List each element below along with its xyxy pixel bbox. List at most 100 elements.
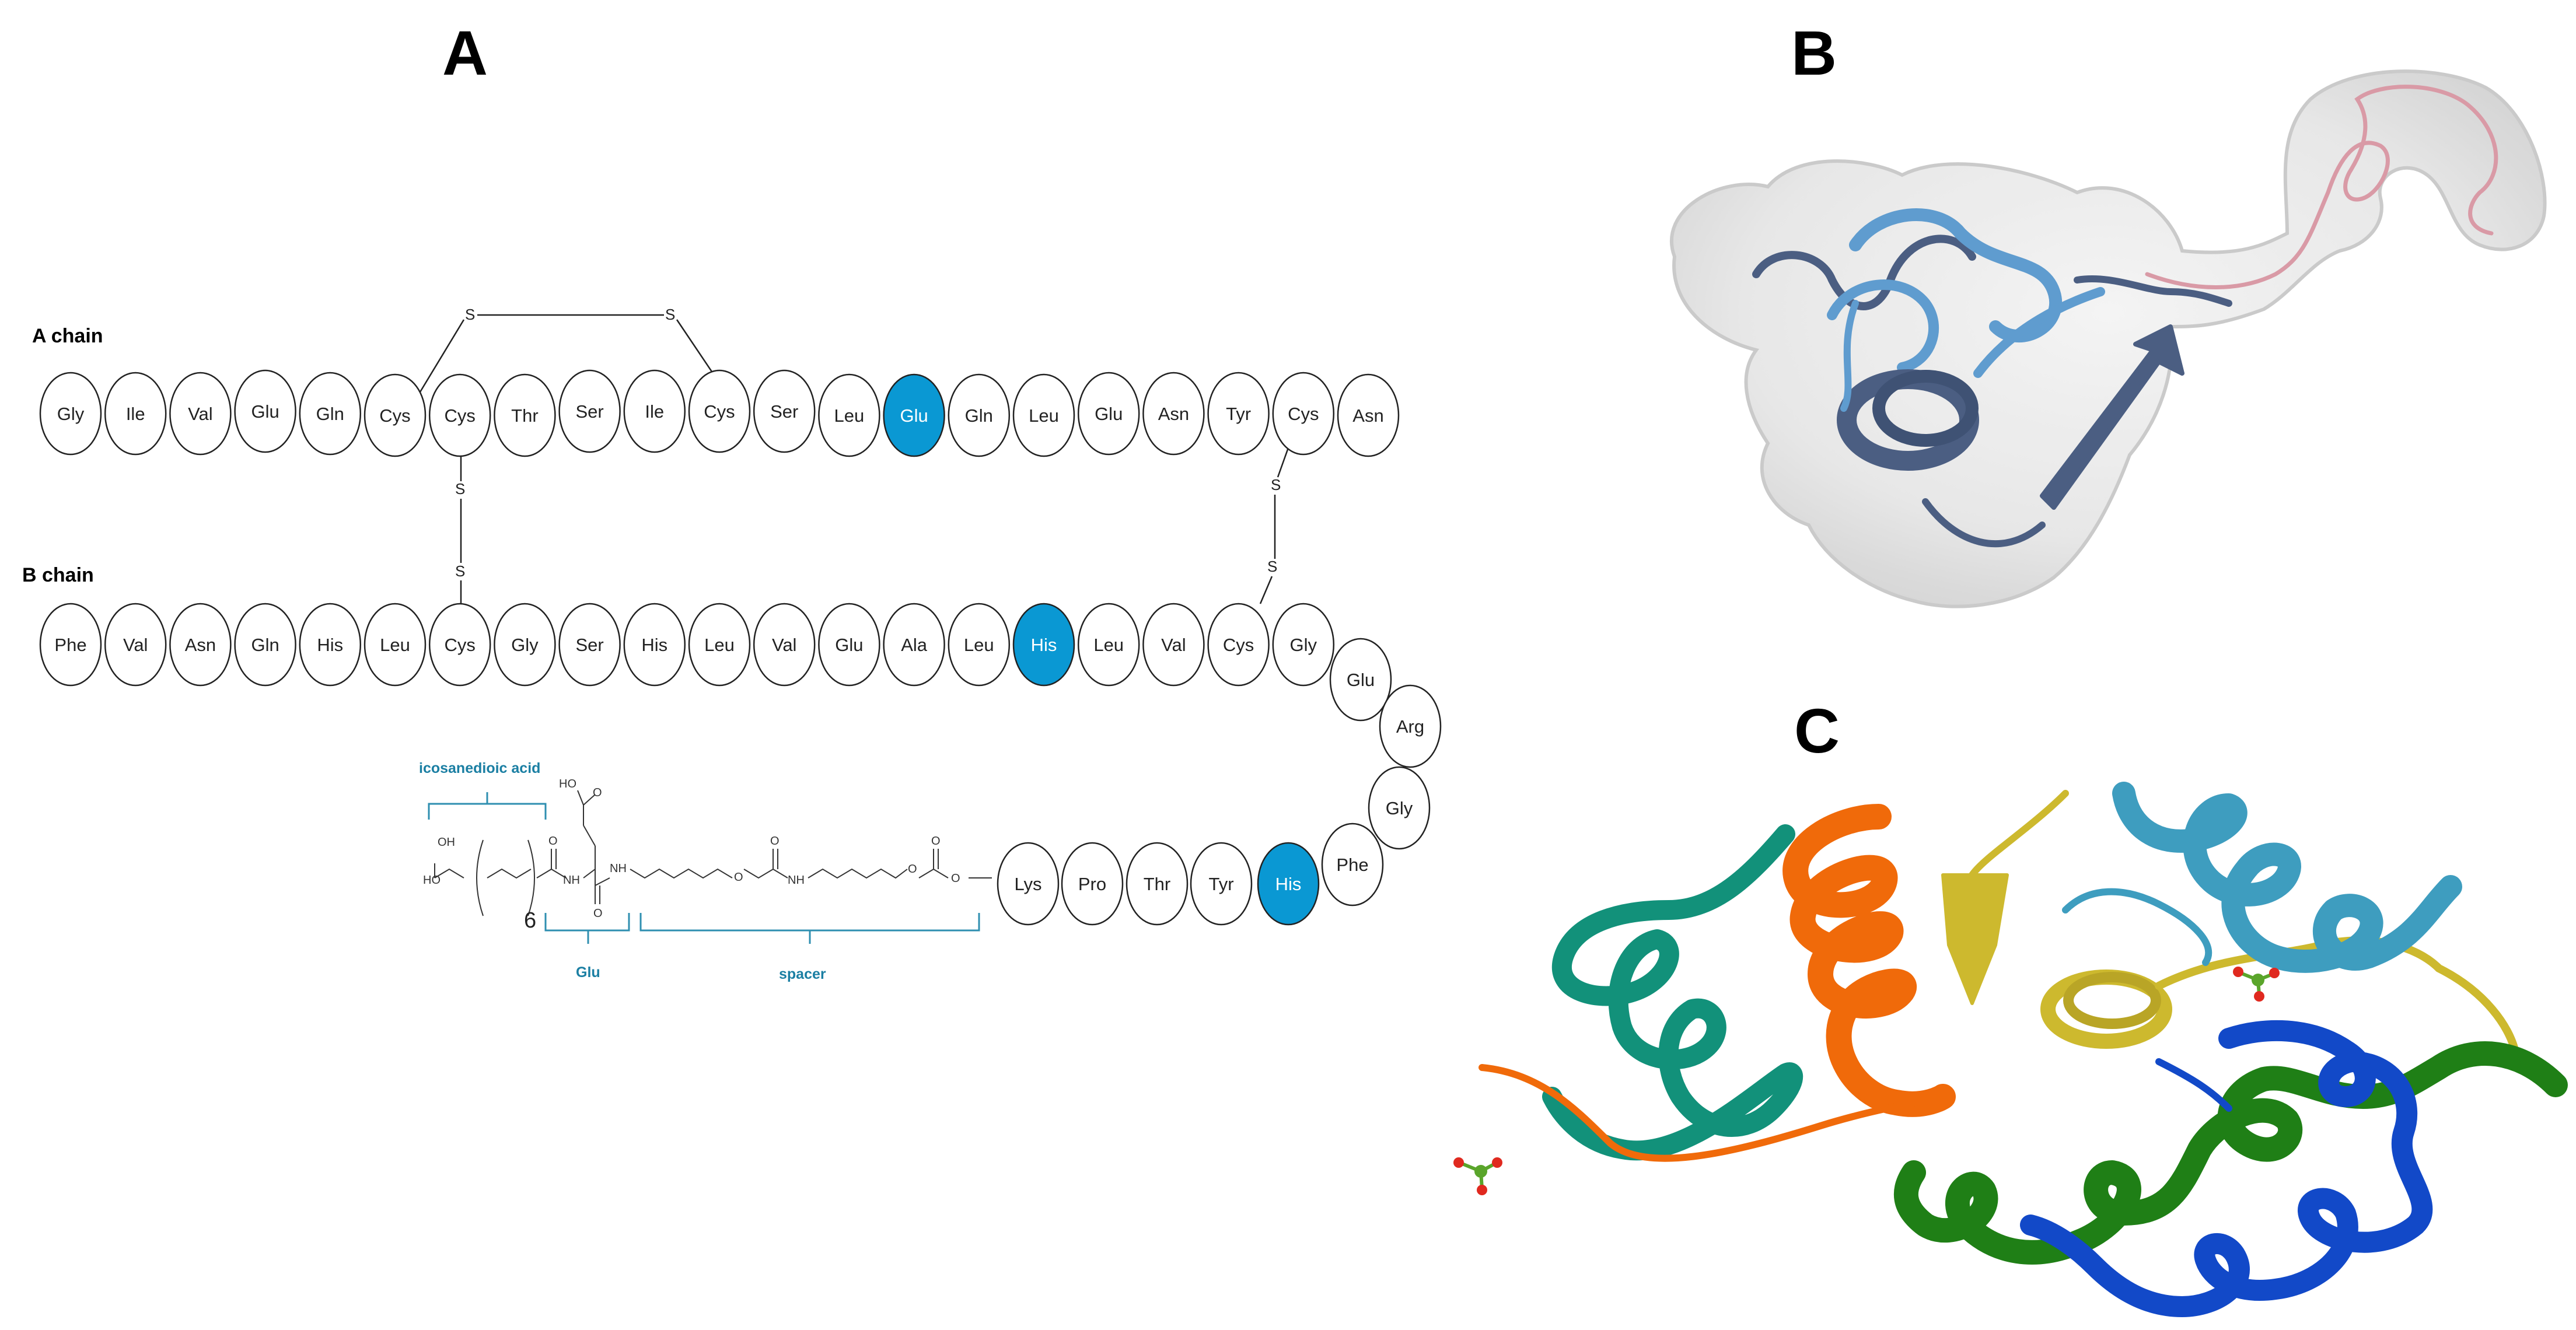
residue-label: Val xyxy=(123,635,148,655)
residue: Gly xyxy=(1368,766,1431,850)
residue-label: Glu xyxy=(835,635,863,655)
residue: Gly xyxy=(494,603,556,687)
chem-label: O xyxy=(593,907,603,920)
residue-label: Gln xyxy=(316,404,344,424)
residue: Thr xyxy=(1126,842,1189,926)
residue-label: Cys xyxy=(445,405,476,426)
residue: Cys xyxy=(1207,603,1270,687)
residue-bead xyxy=(1368,766,1431,850)
residue-label: Cys xyxy=(379,405,410,426)
sulfur-label: S xyxy=(455,562,465,580)
residue-bead xyxy=(1207,372,1270,456)
residue: Leu xyxy=(1077,603,1140,687)
residue-label: Ser xyxy=(770,401,798,422)
residue-label: Asn xyxy=(1352,405,1383,426)
residue-label: Cys xyxy=(1288,404,1319,424)
residue-bead xyxy=(494,603,556,687)
residue-label: His xyxy=(641,635,667,655)
residue-bead xyxy=(39,372,102,456)
residue-bead xyxy=(363,603,427,687)
residue-bead xyxy=(1272,603,1335,687)
panel-c-letter: C xyxy=(1794,695,1840,766)
disulfide-bonds xyxy=(419,314,1294,604)
residue-bead xyxy=(623,369,686,453)
residue-bead xyxy=(1321,822,1384,907)
residue-bead xyxy=(948,373,1011,457)
residue-label: Ala xyxy=(901,635,928,655)
residue-bead xyxy=(1379,684,1442,768)
residue: Asn xyxy=(169,603,232,687)
residue: Pro xyxy=(1061,842,1124,926)
residue-bead xyxy=(169,603,232,687)
residue: Tyr xyxy=(1207,372,1270,456)
residue-label: Gly xyxy=(57,404,85,424)
residue-label: Leu xyxy=(964,635,994,655)
chem-label: O xyxy=(908,863,917,876)
residue-bead xyxy=(1061,842,1124,926)
residue: Asn xyxy=(1142,372,1205,456)
ligand-molecule xyxy=(2233,967,2280,1002)
residue-bead xyxy=(1272,372,1335,456)
residue-label: Gln xyxy=(251,635,279,655)
sulfur-label: S xyxy=(455,480,465,498)
chem-label: O xyxy=(951,872,960,885)
spacer-label: spacer xyxy=(779,966,826,982)
residue-bead xyxy=(104,603,167,687)
residue: Cys xyxy=(428,373,491,457)
residue-label: Gly xyxy=(1386,798,1413,818)
chem-label: O xyxy=(593,786,602,799)
residue: Leu xyxy=(363,603,427,687)
residue-label: Glu xyxy=(1347,670,1375,690)
residue-label: Val xyxy=(188,404,213,424)
residue: Leu xyxy=(948,603,1011,687)
residue: Cys xyxy=(428,603,491,687)
residue-bead xyxy=(1077,372,1140,456)
tail-strand xyxy=(2145,85,2498,289)
residue-label: Asn xyxy=(1158,404,1189,424)
residue-label: Glu xyxy=(1095,404,1123,424)
residue: Cys xyxy=(1272,372,1335,456)
sulfur-label: S xyxy=(665,306,675,323)
residue: Lys xyxy=(997,842,1060,926)
chem-label: O xyxy=(548,835,558,848)
residue-bead xyxy=(558,603,621,687)
residue-bead xyxy=(1077,603,1140,687)
residue-bead xyxy=(997,842,1060,926)
icosanedioic-acid-label: icosanedioic acid xyxy=(419,760,540,776)
residue-bead xyxy=(1142,372,1205,456)
residue-label: Val xyxy=(1161,635,1186,655)
residue-label: His xyxy=(317,635,343,655)
residue-label: Pro xyxy=(1078,874,1106,894)
residue: Glu xyxy=(883,373,945,457)
protein-ribbon xyxy=(1752,208,2232,548)
residue-bead xyxy=(234,603,296,687)
residue-label: Ser xyxy=(575,401,603,422)
residue-bead xyxy=(494,373,556,457)
residue-label: Ile xyxy=(126,404,145,424)
residue: Gln xyxy=(948,373,1011,457)
residue: Ile xyxy=(104,372,167,456)
residue: Arg xyxy=(1379,684,1442,768)
residue-bead xyxy=(104,372,167,456)
residue: Tyr xyxy=(1190,842,1253,926)
chem-label: O xyxy=(734,871,743,884)
chem-atom-labels: OH HO O NH HO O O NH O O NH O O O 6 xyxy=(423,778,960,933)
repeat-count: 6 xyxy=(524,908,536,933)
group-brackets xyxy=(428,792,980,944)
residue-label: Leu xyxy=(704,635,735,655)
residue-bead xyxy=(428,603,491,687)
residue-highlight xyxy=(1012,603,1075,687)
residue: Val xyxy=(753,603,816,687)
residue-bead xyxy=(688,603,751,687)
residue-label: Leu xyxy=(380,635,410,655)
sulfur-label: S xyxy=(1271,476,1281,494)
residue-bead xyxy=(1142,603,1205,687)
residue-bead xyxy=(1012,373,1075,457)
residue-bead xyxy=(299,372,362,456)
residue: Ser xyxy=(753,369,816,453)
residue-label: Ile xyxy=(645,401,664,422)
residue-label: His xyxy=(1031,635,1057,655)
residue: Leu xyxy=(688,603,751,687)
